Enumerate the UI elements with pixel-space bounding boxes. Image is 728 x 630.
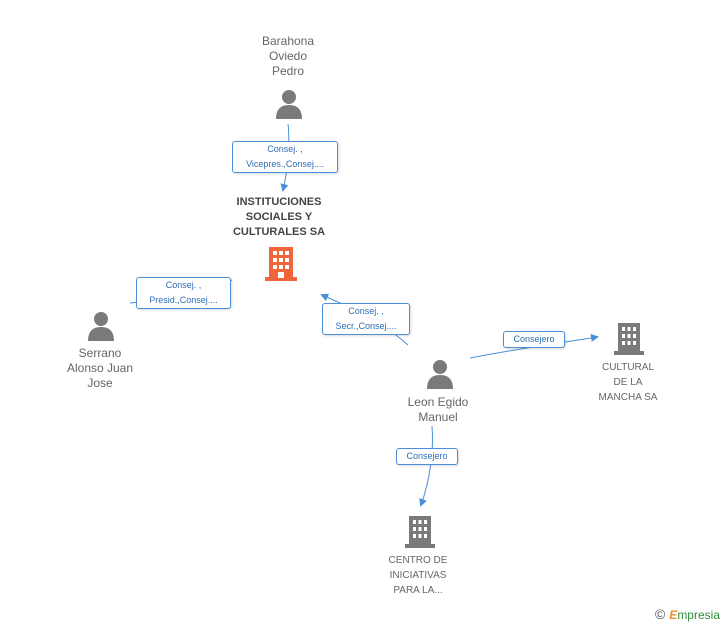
node-label-barahona[interactable]: Barahona Oviedo Pedro (261, 34, 315, 78)
empresia-watermark: ©Empresia (655, 606, 720, 622)
building-icon[interactable] (265, 245, 297, 281)
node-label-serrano[interactable]: Serrano Alonso Juan Jose (66, 346, 134, 390)
building-icon[interactable] (405, 514, 435, 548)
node-label-leon[interactable]: Leon Egido Manuel (407, 395, 469, 424)
copyright-symbol: © (654, 606, 666, 622)
edge-label-serrano-instituciones[interactable]: Consej. , Presid.,Consej.... (136, 277, 231, 309)
brand-initial: E (669, 608, 678, 622)
building-icon[interactable] (614, 321, 644, 355)
edge-label-leon-cultural[interactable]: Consejero (503, 331, 565, 348)
brand-name: mpresia (677, 608, 720, 622)
edge-label-barahona-instituciones[interactable]: Consej. , Vicepres.,Consej.... (232, 141, 338, 173)
node-label-centro[interactable]: CENTRO DE INICIATIVAS PARA LA... (388, 555, 448, 596)
edge-label-leon-instituciones[interactable]: Consej. , Secr.,Consej.... (322, 303, 410, 335)
node-label-cultural[interactable]: CULTURAL DE LA MANCHA SA (598, 362, 658, 403)
edge-label-leon-centro[interactable]: Consejero (396, 448, 458, 465)
node-label-instituciones[interactable]: INSTITUCIONES SOCIALES Y CULTURALES SA (232, 196, 326, 238)
edge-leon-centro (419, 425, 433, 507)
person-icon[interactable] (87, 311, 115, 341)
person-icon[interactable] (275, 89, 303, 119)
person-icon[interactable] (426, 359, 454, 389)
